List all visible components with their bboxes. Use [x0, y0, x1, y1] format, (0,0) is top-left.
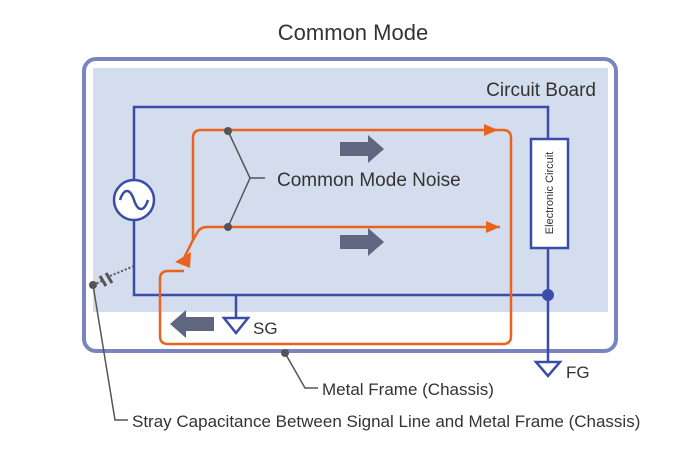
direction-arrow-right-top: [340, 135, 384, 163]
direction-arrow-right-bottom: [340, 228, 384, 256]
noise-path-top: [158, 128, 513, 346]
electronic-circuit-box: [529, 137, 570, 250]
signal-line-bottom: [132, 220, 550, 297]
frame-ground-icon: [533, 360, 563, 378]
electronic-circuit-label: Electronic Circuit: [544, 152, 556, 235]
ac-source-icon: [112, 178, 156, 222]
stray-capacitance-label: Stray Capacitance Between Signal Line an…: [132, 412, 640, 431]
metal-frame-leader: [284, 352, 318, 389]
signal-ground-label: SG: [253, 319, 278, 338]
circuit-board-label: Circuit Board: [486, 80, 596, 101]
metal-frame: [82, 57, 618, 353]
noise-arrowhead-bottom: [486, 221, 500, 233]
metal-frame-label: Metal Frame (Chassis): [322, 380, 494, 399]
direction-arrow-left: [170, 310, 214, 338]
stray-capacitance-icon: [92, 265, 135, 287]
stray-capacitance-leader: [92, 284, 128, 421]
noise-arrowhead-top: [484, 124, 498, 136]
diagram-title: Common Mode: [278, 20, 428, 45]
noise-arrowhead-rise: [175, 252, 191, 268]
signal-ground-icon: [221, 316, 251, 336]
noise-path-bottom: [191, 225, 500, 241]
signal-line-top: [132, 105, 550, 180]
common-mode-noise-label: Common Mode Noise: [277, 170, 461, 191]
junction-dot: [542, 289, 554, 301]
frame-ground-label: FG: [566, 363, 590, 382]
